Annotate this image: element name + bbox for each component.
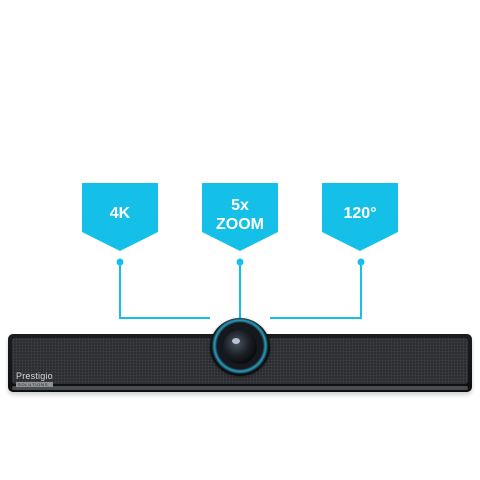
connector-dot-4k <box>116 258 124 266</box>
connector-line-fov <box>270 262 362 319</box>
connector-line-4k <box>119 262 210 319</box>
feature-label: 4K <box>109 205 131 222</box>
feature-label-line1: 5x <box>231 197 249 214</box>
speaker-grille <box>12 338 468 384</box>
brand-logo: Prestigio SOLUTIONS <box>16 371 53 387</box>
camera-module <box>210 318 270 376</box>
feature-label: 120° <box>343 205 377 222</box>
brand-subtitle: SOLUTIONS <box>16 382 53 387</box>
connector-dot-fov <box>357 258 365 266</box>
camera-lens-icon <box>223 330 257 364</box>
connector-dot-zoom <box>236 258 244 266</box>
brand-name: Prestigio <box>16 371 53 381</box>
feature-label-line2: ZOOM <box>216 216 264 233</box>
lens-reflection <box>232 338 240 344</box>
device-bottom-edge <box>12 386 468 390</box>
